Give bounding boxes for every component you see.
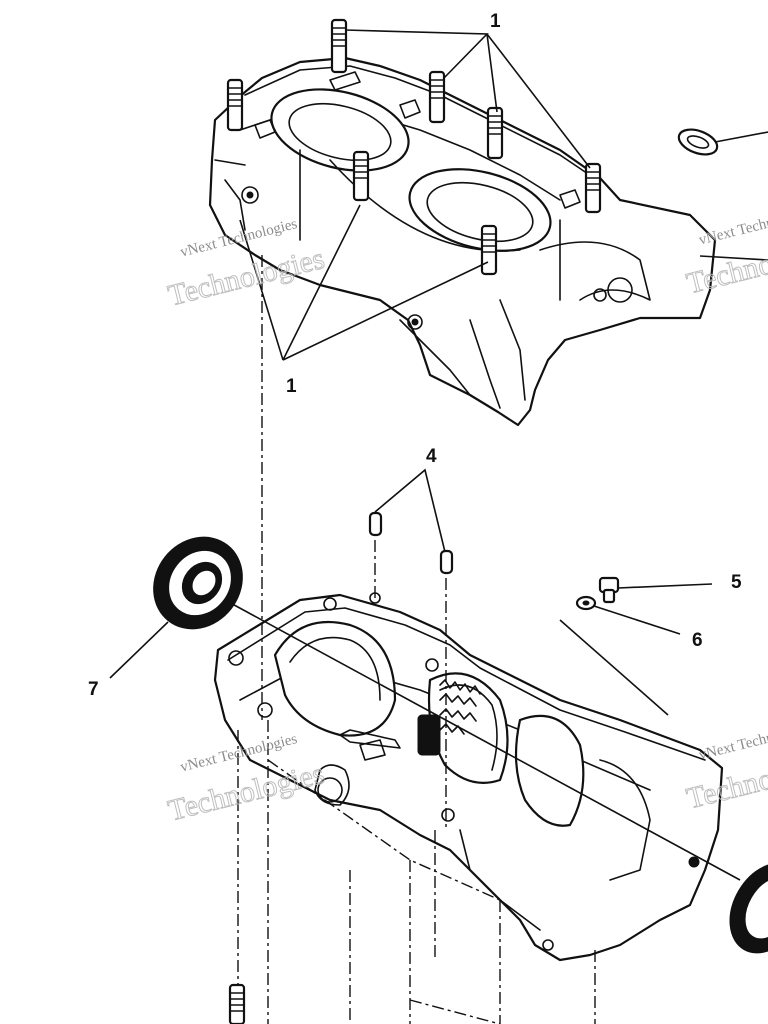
stud-3 (428, 70, 446, 124)
assembly-lines (224, 255, 741, 1024)
stud-7 (480, 224, 498, 276)
stud-5 (352, 150, 370, 202)
washer-part (575, 595, 597, 611)
oil-seal-right (729, 862, 768, 954)
o-ring-part (677, 128, 719, 156)
callout-1-bottom: 1 (286, 376, 297, 397)
stud-6 (584, 162, 602, 214)
callout-leaders (109, 29, 768, 679)
lower-crankcase (213, 592, 724, 962)
callout-labels: 1 1 4 5 6 7 (88, 11, 742, 700)
watermark-text-upper-right: vNext Technologies (697, 204, 768, 249)
cylinder-studs (226, 18, 602, 1024)
callout-7: 7 (88, 679, 99, 700)
callout-6: 6 (692, 630, 703, 651)
stud-1 (330, 18, 348, 74)
stud-2 (226, 78, 244, 132)
callout-1-top: 1 (490, 11, 501, 32)
upper-crankcase (208, 56, 717, 427)
callout-4: 4 (426, 446, 437, 467)
bolt-part (598, 576, 620, 604)
dowel-pins (368, 511, 454, 575)
oil-seal-left (153, 536, 243, 630)
stud-8 (228, 983, 246, 1024)
callout-5: 5 (731, 572, 742, 593)
watermark-text-lower-right: vNext Technologies (697, 719, 768, 764)
stud-4 (486, 106, 504, 160)
